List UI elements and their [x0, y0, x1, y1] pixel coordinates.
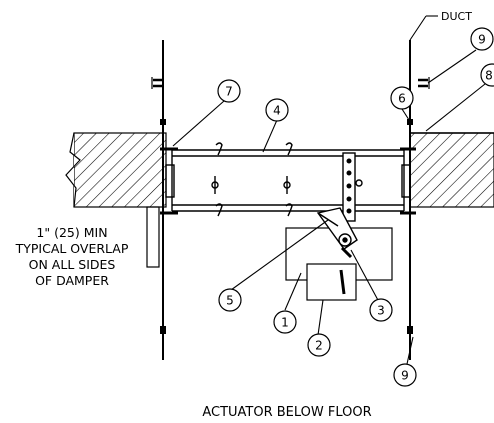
callout-9-top: 9: [470, 27, 494, 51]
callout-4: 4: [265, 98, 289, 122]
callout-8: 8: [480, 63, 494, 87]
svg-text:5: 5: [226, 294, 234, 308]
svg-text:9: 9: [401, 369, 409, 383]
duct-label: DUCT: [441, 10, 472, 23]
svg-text:8: 8: [485, 69, 493, 83]
overlap-note: 1" (25) MIN TYPICAL OVERLAP ON ALL SIDES…: [15, 225, 129, 288]
diagram-caption: ACTUATOR BELOW FLOOR: [202, 405, 371, 420]
svg-text:OF DAMPER: OF DAMPER: [35, 273, 109, 288]
svg-text:4: 4: [273, 104, 281, 118]
actuator-housing: [306, 263, 357, 301]
callout-9-bottom: 9: [393, 363, 417, 387]
linkage-bracket: [342, 152, 356, 222]
callout-6: 6: [390, 86, 414, 110]
callout-3: 3: [369, 298, 393, 322]
svg-text:ON ALL SIDES: ON ALL SIDES: [29, 257, 116, 272]
svg-text:6: 6: [398, 92, 406, 106]
svg-text:9: 9: [478, 33, 486, 47]
svg-text:2: 2: [315, 339, 323, 353]
blade-clips: [211, 142, 363, 217]
floor-slab-right: [409, 132, 494, 208]
crank-arm: [316, 207, 358, 259]
fastener-screws-top: [151, 77, 430, 89]
svg-text:1" (25) MIN: 1" (25) MIN: [36, 225, 107, 240]
leader-lines: [172, 15, 486, 365]
retaining-angle-left: [146, 206, 160, 268]
callout-2: 2: [307, 333, 331, 357]
damper-sleeve: [160, 147, 416, 215]
svg-text:TYPICAL OVERLAP: TYPICAL OVERLAP: [15, 241, 129, 256]
callout-5: 5: [218, 288, 242, 312]
svg-text:3: 3: [377, 304, 385, 318]
floor-slab-left: [65, 132, 167, 208]
svg-text:1: 1: [281, 316, 289, 330]
callout-7: 7: [217, 79, 241, 103]
svg-text:7: 7: [225, 85, 233, 99]
callout-1: 1: [273, 310, 297, 334]
